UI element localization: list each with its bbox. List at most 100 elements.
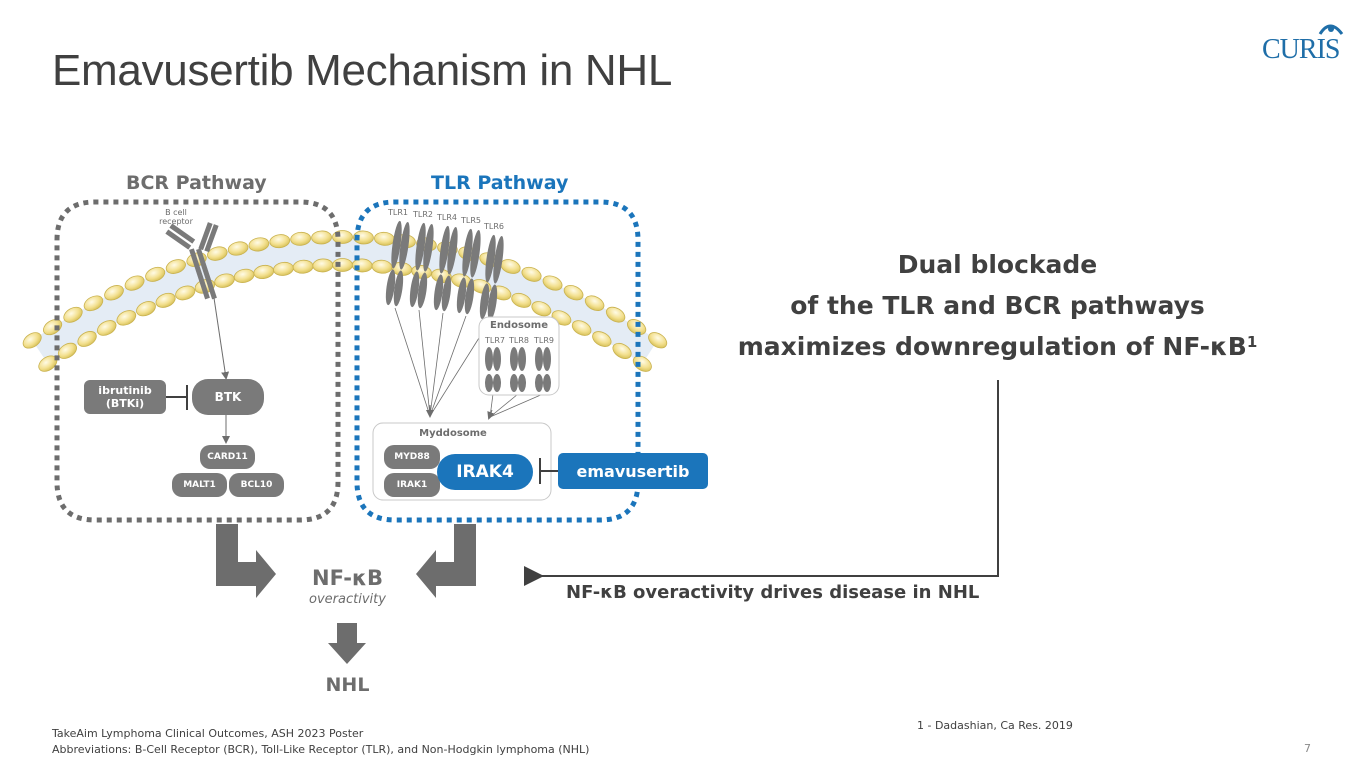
- tlr-signaling-lines: [394, 307, 544, 420]
- lipid-head: [648, 332, 668, 349]
- nfkb-label: NF-κB: [312, 566, 383, 590]
- tlr4-label: TLR4: [437, 213, 457, 222]
- lipid-head: [584, 295, 605, 312]
- btki-label: (BTKi): [105, 397, 145, 410]
- emavusertib-node: emavusertib: [558, 453, 708, 489]
- endosome-signal-line: [489, 393, 519, 418]
- myddosome-title: Myddosome: [419, 428, 487, 439]
- lipid-head: [116, 310, 137, 326]
- lipid-head: [612, 342, 632, 359]
- abbreviations-note: Abbreviations: B-Cell Receptor (BCR), To…: [52, 743, 590, 756]
- source-note: TakeAim Lymphoma Clinical Outcomes, ASH …: [52, 727, 364, 740]
- ibrutinib-label: ibrutinib: [98, 384, 152, 397]
- lipid-head: [155, 292, 176, 308]
- tlr-to-nfkb-arrow: [416, 524, 476, 598]
- lipid-head: [104, 285, 124, 301]
- tlr7-label: TLR7: [485, 336, 505, 345]
- lipid-head: [43, 319, 63, 336]
- endosome-title: Endosome: [489, 320, 548, 331]
- callout-line3-wrap: maximizes downregulation of NF-κB1: [725, 326, 1270, 367]
- receptor-label-line1: B cell: [165, 208, 187, 217]
- callout-line3: maximizes downregulation of NF-κB: [737, 332, 1247, 361]
- lipid-head: [124, 275, 145, 291]
- lipid-head: [592, 331, 612, 347]
- btk-node: BTK: [192, 379, 264, 415]
- tlr1-label: TLR1: [388, 208, 408, 217]
- nhl-label: NHL: [325, 674, 370, 696]
- lipid-head: [563, 285, 584, 301]
- reference-note: 1 - Dadashian, Ca Res. 2019: [917, 719, 1073, 732]
- lipid-head: [96, 320, 117, 336]
- bcr-pathway-title: BCR Pathway: [126, 172, 267, 194]
- tlr-receptor-icon: [409, 222, 434, 309]
- membrane-band: [32, 237, 658, 364]
- tlr-receptor-icon: [385, 220, 410, 307]
- tlr-signal-line: [429, 312, 444, 417]
- cell-membrane: [22, 230, 668, 372]
- tlr2-label: TLR2: [413, 210, 433, 219]
- lipid-head: [632, 355, 652, 372]
- tlr8-label: TLR8: [509, 336, 529, 345]
- logo-arc-icon: [1318, 24, 1344, 35]
- lipid-head: [290, 231, 312, 246]
- tlr-signal-line: [418, 309, 431, 417]
- tlr-signal-line: [394, 307, 431, 417]
- lipid-head: [627, 319, 647, 336]
- lipid-head: [521, 266, 542, 282]
- b-cell-receptor-label: B cell receptor: [150, 208, 202, 226]
- lipid-head: [227, 241, 249, 256]
- bcl10-node: BCL10: [229, 473, 284, 497]
- tlr-receptor-icon: [456, 228, 481, 315]
- endosome-tlr-icon: [535, 347, 551, 392]
- lipid-head: [136, 301, 156, 317]
- lipid-head: [207, 246, 228, 261]
- endosome-signal-line: [489, 393, 544, 418]
- irak4-node: IRAK4: [437, 454, 533, 490]
- curis-logo: CURIS: [1262, 14, 1348, 65]
- lipid-head: [605, 306, 626, 323]
- b-cell-receptor-icon: [165, 222, 219, 300]
- overactivity-label: overactivity: [309, 592, 386, 607]
- callout-line1: Dual blockade: [897, 250, 1098, 279]
- nfkb-to-nhl-arrow: [328, 623, 366, 664]
- myd88-node: MYD88: [384, 445, 440, 469]
- callout-footnote-marker: 1: [1246, 333, 1258, 351]
- receptor-label-line2: receptor: [159, 217, 193, 226]
- callout-connector-arrow: [524, 380, 999, 586]
- lipid-head: [511, 292, 532, 308]
- bcr-pathway-boundary: [54, 199, 341, 523]
- endosome-tlr-icon: [510, 347, 526, 392]
- tlr-receptor-icon: [433, 225, 458, 312]
- dual-blockade-callout: Dual blockade of the TLR and BCR pathway…: [725, 244, 1270, 367]
- lipid-head: [63, 306, 83, 323]
- tlr-signal-line: [429, 315, 467, 417]
- malt1-node: MALT1: [172, 473, 227, 497]
- bcr-to-nfkb-arrow: [216, 524, 276, 598]
- footer-notes: TakeAim Lymphoma Clinical Outcomes, ASH …: [52, 726, 589, 758]
- surface-tlr-receptors: [385, 220, 504, 321]
- endosome-tlr-receptors: [485, 347, 551, 392]
- lipid-head: [269, 234, 291, 249]
- tlr6-label: TLR6: [484, 222, 504, 231]
- tlr-receptor-icon: [479, 234, 504, 321]
- lipid-head: [83, 295, 104, 312]
- ibrutinib-node: ibrutinib (BTKi): [84, 380, 166, 414]
- nfkb-drives-disease-label: NF-κB overactivity drives disease in NHL: [566, 582, 980, 603]
- endosome-tlr-icon: [485, 347, 501, 392]
- lipid-head: [145, 266, 166, 282]
- tlr5-label: TLR5: [461, 216, 481, 225]
- logo-text: CURIS: [1262, 34, 1340, 65]
- lipid-head: [571, 320, 592, 336]
- bcr-to-btk-arrow: [213, 297, 230, 380]
- tlr-pathway-title: TLR Pathway: [431, 172, 569, 194]
- lipid-head: [311, 230, 332, 245]
- lipid-head: [165, 259, 186, 274]
- tlr9-label: TLR9: [534, 336, 554, 345]
- page-number: 7: [1304, 742, 1311, 755]
- lipid-head: [353, 230, 374, 245]
- irak1-node: IRAK1: [384, 473, 440, 497]
- lipid-head: [248, 237, 270, 252]
- lipid-head: [531, 301, 552, 317]
- callout-line2: of the TLR and BCR pathways: [790, 291, 1205, 320]
- lipid-head: [542, 275, 563, 291]
